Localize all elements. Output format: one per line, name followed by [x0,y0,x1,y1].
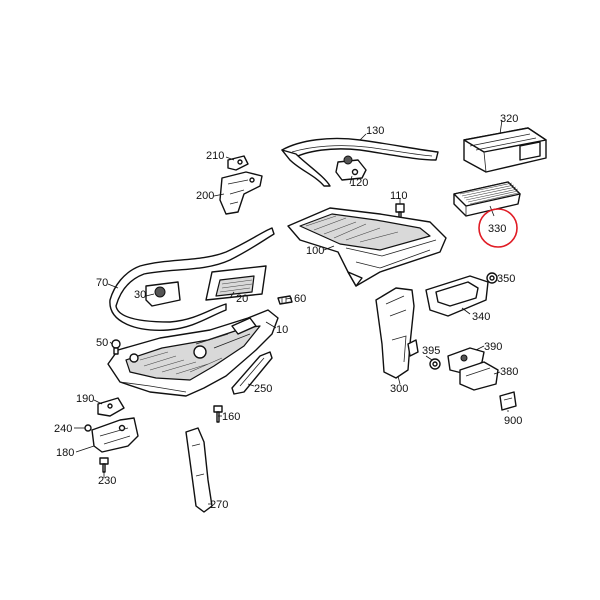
callout-350[interactable]: 350 [497,273,515,285]
part-395-nut [429,358,441,370]
part-160-bolt [213,405,223,423]
part-110-fastener [395,203,405,219]
part-320-filter-housing [463,127,547,173]
callout-70[interactable]: 70 [96,277,108,289]
part-340-frame [425,275,489,317]
part-250-trim-strip [231,351,273,395]
callout-20[interactable]: 20 [236,293,248,305]
callout-210[interactable]: 210 [206,150,224,162]
callout-200[interactable]: 200 [196,190,214,202]
highlight-ring-330 [478,208,518,248]
part-130-cowl-seal [281,137,439,187]
callout-100[interactable]: 100 [306,245,324,257]
callout-30[interactable]: 30 [134,289,146,301]
callout-50[interactable]: 50 [96,337,108,349]
part-100-cowl-panel [287,207,447,287]
callout-900[interactable]: 900 [504,415,522,427]
callout-120[interactable]: 120 [350,177,368,189]
callout-320[interactable]: 320 [500,113,518,125]
callout-130[interactable]: 130 [366,125,384,137]
callout-380[interactable]: 380 [500,366,518,378]
part-210-clip [227,155,249,171]
callout-270[interactable]: 270 [210,499,228,511]
part-20-vent-grille [205,265,267,301]
part-200-bracket [219,171,263,215]
part-350-grommet [486,272,498,284]
part-30-cover [145,281,181,307]
callout-300[interactable]: 300 [390,383,408,395]
callout-110[interactable]: 110 [390,190,408,202]
part-380-motor [459,361,499,391]
callout-240[interactable]: 240 [54,423,72,435]
part-190-hinge-bracket [97,397,125,417]
part-900-module [499,391,517,411]
callout-230[interactable]: 230 [98,475,116,487]
part-70-seal-loop [109,227,275,331]
callout-390[interactable]: 390 [484,341,502,353]
callout-60[interactable]: 60 [294,293,306,305]
part-120-clip [335,155,367,181]
callout-250[interactable]: 250 [254,383,272,395]
callout-labels: 130 210 200 120 320 330 110 100 70 30 20… [54,113,522,511]
part-60-spring [277,295,293,305]
part-10-cowl-assembly [107,309,279,397]
callout-340[interactable]: 340 [472,311,490,323]
callout-10[interactable]: 10 [276,324,288,336]
part-300-air-duct [375,287,419,379]
callout-395[interactable]: 395 [422,345,440,357]
part-270-strut [185,427,213,513]
callout-180[interactable]: 180 [56,447,74,459]
callout-160[interactable]: 160 [222,411,240,423]
part-330-cabin-filter [453,181,521,217]
part-230-bolt [99,457,109,473]
part-240-nut [84,424,92,432]
part-180-bracket [91,417,139,453]
callout-190[interactable]: 190 [76,393,94,405]
leader-lines [74,119,509,505]
callout-330[interactable]: 330 [488,223,506,235]
